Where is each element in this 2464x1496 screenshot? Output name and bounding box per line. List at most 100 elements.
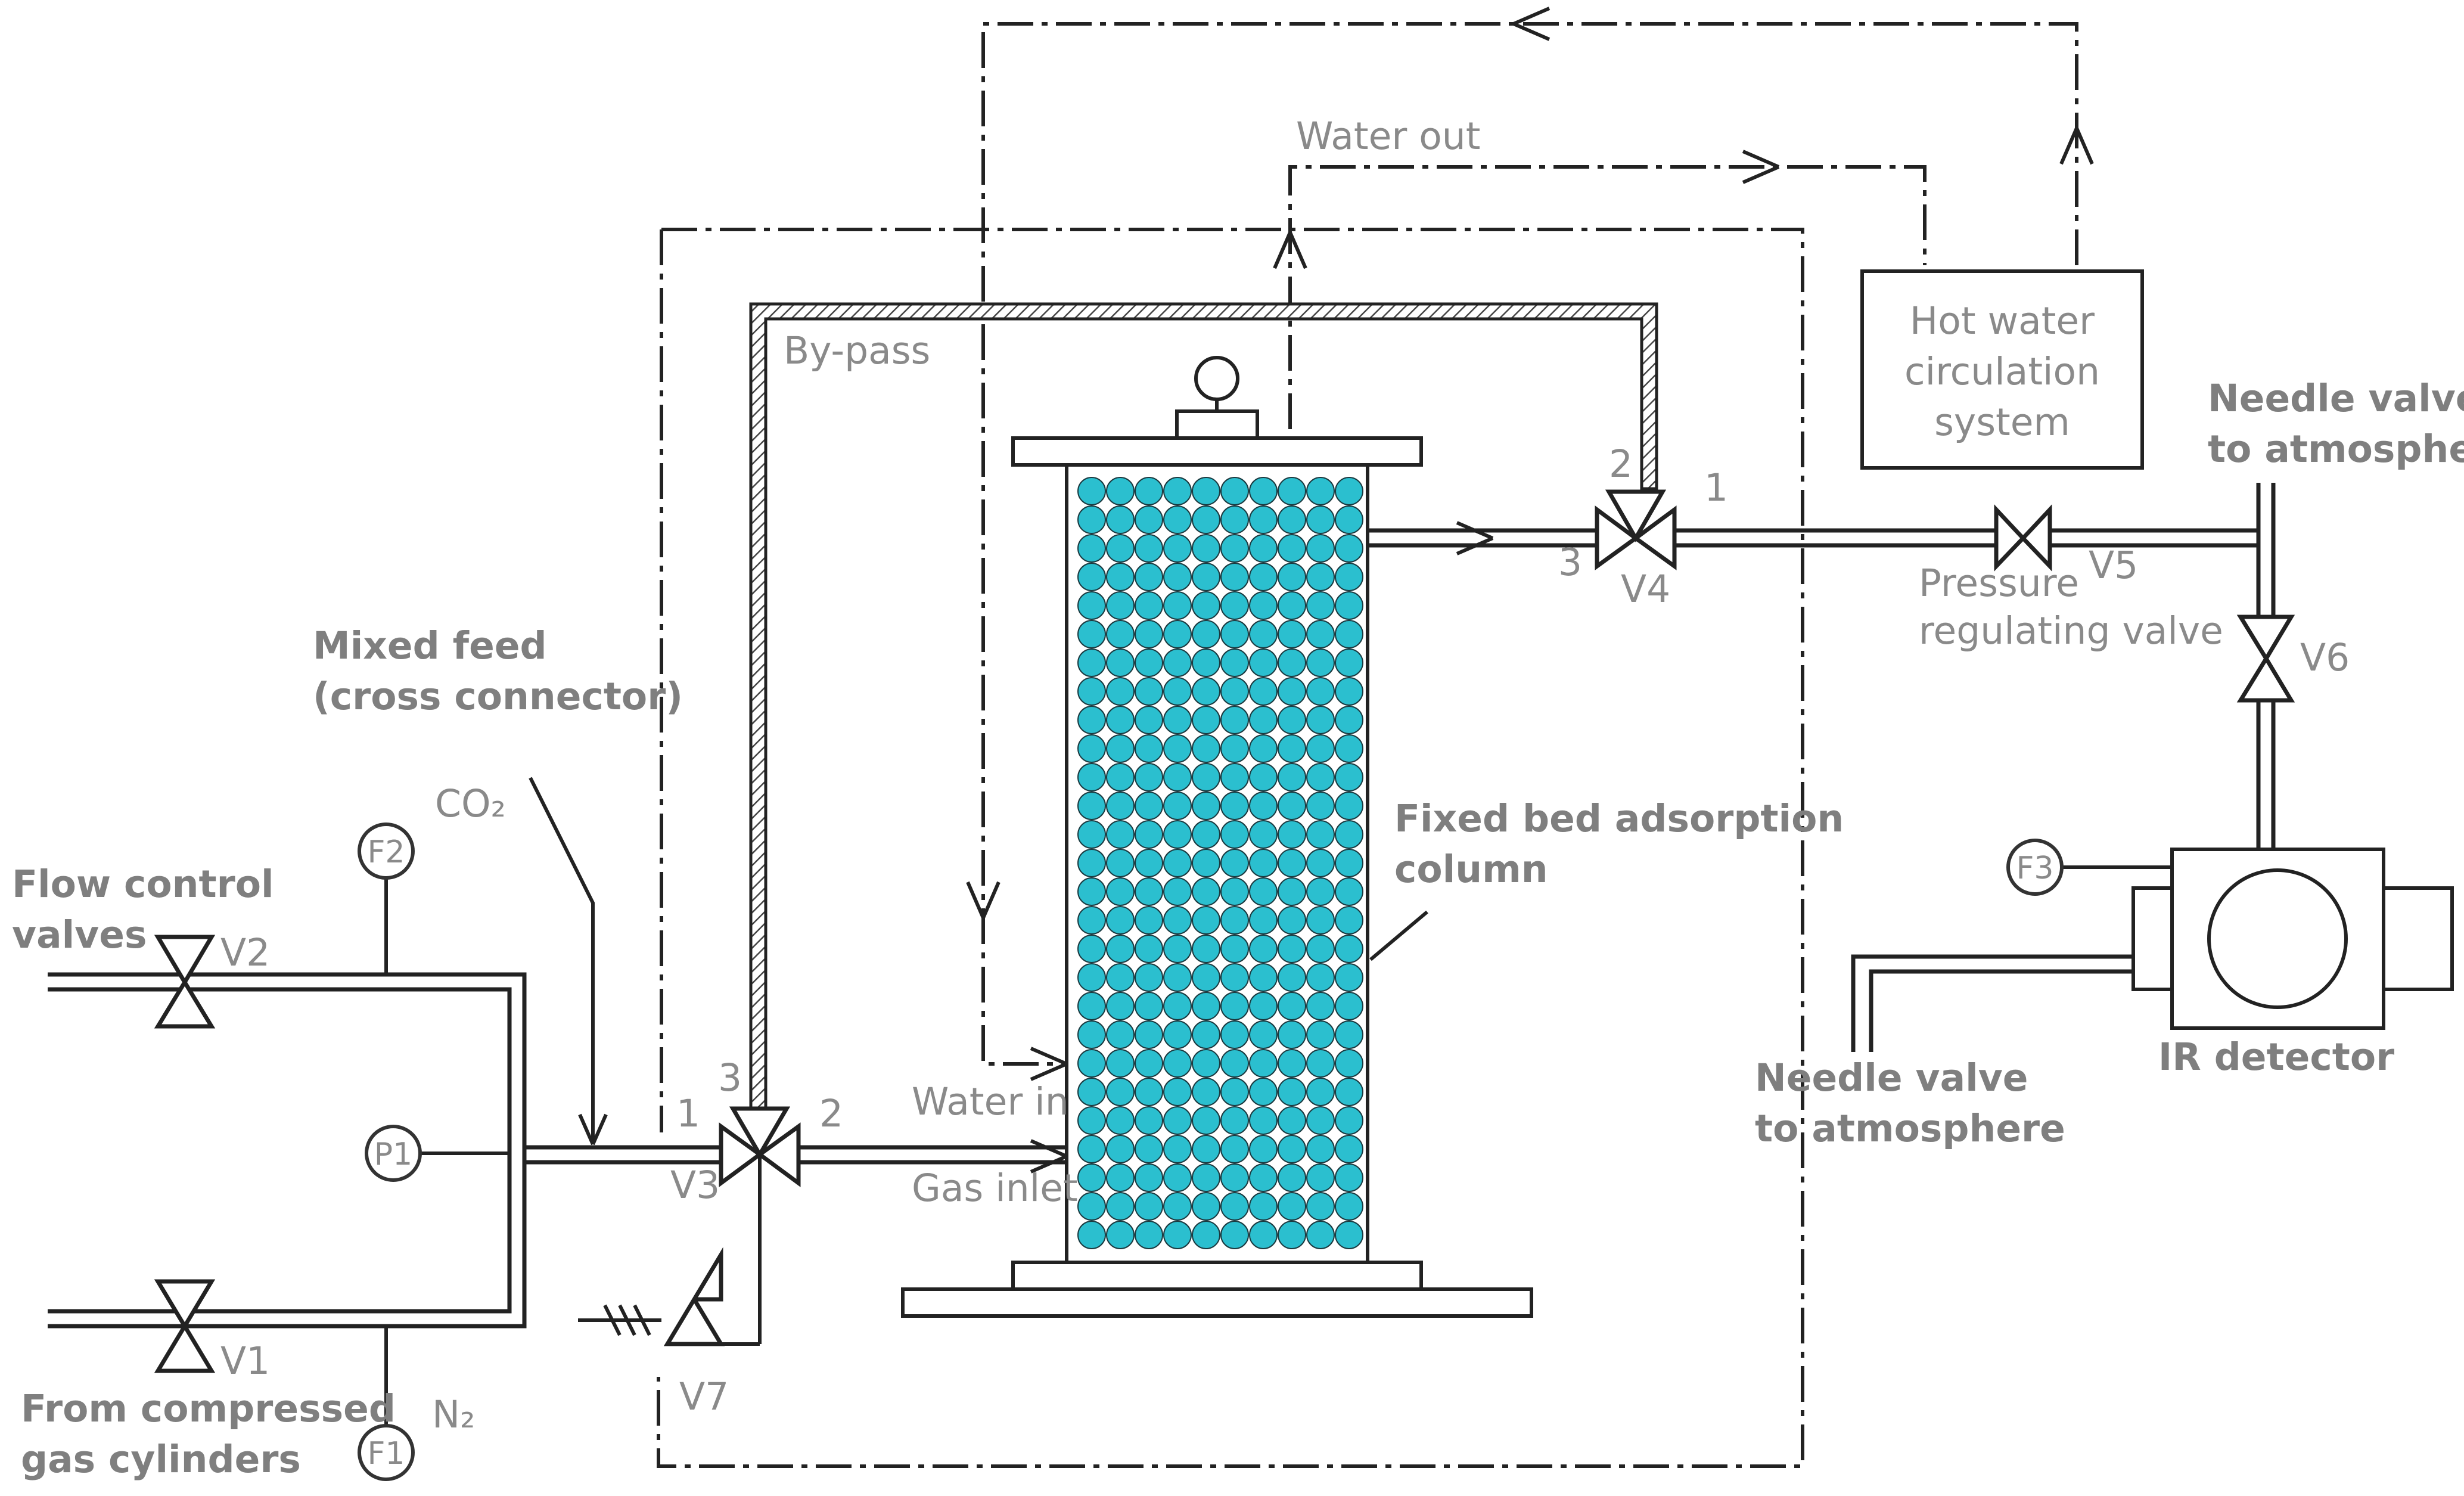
adsorbent-sphere [1335, 677, 1363, 706]
adsorbent-sphere [1135, 1049, 1163, 1078]
adsorbent-sphere [1306, 1221, 1335, 1249]
adsorbent-sphere [1106, 534, 1135, 563]
v5-valve-icon [1994, 504, 2052, 572]
adsorbent-sphere [1249, 877, 1278, 906]
adsorbent-sphere [1306, 677, 1335, 706]
adsorbent-sphere [1077, 706, 1106, 734]
adsorbent-sphere [1249, 505, 1278, 534]
adsorbent-sphere [1077, 1078, 1106, 1106]
adsorbent-sphere [1249, 677, 1278, 706]
adsorbent-sphere [1278, 1192, 1306, 1221]
mixed-feed-label-1: Mixed feed [313, 624, 547, 668]
flow-control-label-2: valves [12, 913, 147, 957]
adsorbent-sphere [1077, 849, 1106, 877]
adsorbent-sphere [1077, 477, 1106, 505]
adsorbent-sphere [1106, 648, 1135, 677]
adsorbent-sphere [1335, 1106, 1363, 1135]
adsorbent-sphere [1335, 792, 1363, 820]
v3-label: V3 [670, 1163, 720, 1207]
adsorbent-sphere [1077, 534, 1106, 563]
adsorbent-sphere [1249, 620, 1278, 648]
adsorbent-sphere [1135, 648, 1163, 677]
from-cylinders-label-2: gas cylinders [21, 1438, 301, 1481]
adsorbent-sphere [1335, 734, 1363, 763]
adsorbent-sphere [1249, 477, 1278, 505]
adsorbent-sphere [1335, 1049, 1363, 1078]
adsorbent-sphere [1192, 734, 1220, 763]
f1-gauge [358, 1424, 415, 1481]
adsorbent-sphere [1192, 1078, 1220, 1106]
adsorbent-sphere [1077, 734, 1106, 763]
adsorbent-sphere [1192, 906, 1220, 935]
adsorbent-sphere [1249, 763, 1278, 792]
adsorbent-sphere [1163, 1221, 1192, 1249]
adsorbent-sphere [1192, 1163, 1220, 1192]
adsorbent-sphere [1135, 1192, 1163, 1221]
water-in-label: Water in [912, 1080, 1069, 1123]
adsorbent-sphere [1306, 935, 1335, 963]
co2-label: CO₂ [435, 782, 506, 825]
adsorbent-sphere [1278, 792, 1306, 820]
fixed-bed-label-1: Fixed bed adsorption [1394, 797, 1844, 840]
adsorbent-sphere [1278, 763, 1306, 792]
adsorbent-sphere [1249, 1221, 1278, 1249]
v3-to-column-pipe [798, 1145, 1067, 1165]
v3-port-3: 3 [718, 1056, 742, 1100]
v7-vent-icon [578, 1304, 661, 1336]
adsorbent-sphere [1335, 563, 1363, 591]
n2-label: N₂ [432, 1393, 475, 1436]
adsorbent-sphere [1335, 849, 1363, 877]
adsorbent-sphere [1077, 1163, 1106, 1192]
adsorbent-sphere [1278, 820, 1306, 849]
adsorbent-sphere [1163, 620, 1192, 648]
adsorbent-sphere [1278, 877, 1306, 906]
adsorbent-sphere [1220, 734, 1249, 763]
adsorbent-sphere [1220, 534, 1249, 563]
adsorbent-sphere [1306, 591, 1335, 620]
cross-connector-arrow [578, 1113, 608, 1146]
adsorbent-bed [1077, 477, 1363, 1249]
adsorbent-sphere [1278, 706, 1306, 734]
f3-gauge [2006, 839, 2064, 896]
adsorbent-sphere [1335, 820, 1363, 849]
adsorbent-sphere [1306, 1106, 1335, 1135]
adsorbent-sphere [1306, 1163, 1335, 1192]
f3-gauge-label: F3 [2016, 851, 2054, 886]
adsorbent-sphere [1106, 820, 1135, 849]
adsorbent-sphere [1163, 1049, 1192, 1078]
adsorbent-sphere [1335, 877, 1363, 906]
v2-label: V2 [220, 931, 270, 974]
adsorbent-sphere [1135, 820, 1163, 849]
adsorbent-sphere [1135, 763, 1163, 792]
adsorbent-sphere [1278, 591, 1306, 620]
adsorbent-sphere [1135, 534, 1163, 563]
adsorbent-sphere [1335, 1221, 1363, 1249]
column-foot [901, 1287, 1533, 1318]
pressure-gauge-base [1175, 409, 1259, 440]
adsorbent-sphere [1278, 677, 1306, 706]
adsorbent-sphere [1106, 963, 1135, 992]
adsorbent-sphere [1163, 677, 1192, 706]
ir-outlet-pipe [1851, 954, 2133, 1052]
adsorbent-sphere [1192, 992, 1220, 1020]
adsorbent-sphere [1306, 620, 1335, 648]
adsorbent-sphere [1135, 849, 1163, 877]
adsorbent-sphere [1278, 620, 1306, 648]
adsorbent-sphere [1135, 1106, 1163, 1135]
adsorbent-sphere [1278, 505, 1306, 534]
adsorbent-sphere [1249, 792, 1278, 820]
bypass-pipe [749, 302, 1658, 1110]
adsorbent-sphere [1135, 963, 1163, 992]
adsorbent-sphere [1306, 1192, 1335, 1221]
arrow-up-right [2059, 127, 2094, 165]
adsorbent-sphere [1306, 648, 1335, 677]
needle-valve-bottom-label-2: to atmosphere [1755, 1107, 2065, 1150]
adsorbent-sphere [1220, 963, 1249, 992]
adsorbent-sphere [1249, 935, 1278, 963]
adsorbent-sphere [1192, 563, 1220, 591]
adsorbent-sphere [1135, 935, 1163, 963]
adsorbent-sphere [1192, 792, 1220, 820]
adsorbent-sphere [1106, 563, 1135, 591]
adsorbent-sphere [1192, 1221, 1220, 1249]
adsorbent-sphere [1106, 1221, 1135, 1249]
